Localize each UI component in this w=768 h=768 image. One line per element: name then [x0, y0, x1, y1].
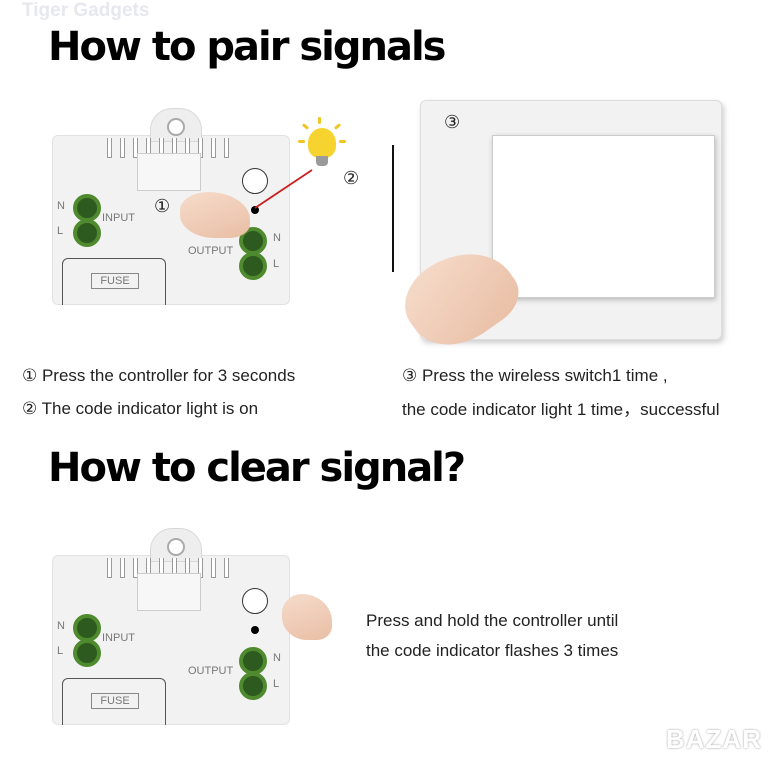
l-label: L	[273, 678, 280, 690]
step-1-text: ① Press the controller for 3 seconds	[22, 366, 296, 385]
l-label: L	[57, 225, 64, 237]
divider	[392, 145, 394, 272]
clear-instruction-2: the code indicator flashes 3 times	[366, 641, 619, 660]
corner-logo: BAZAR	[666, 724, 762, 754]
step-2-text: ② The code indicator light is on	[22, 399, 259, 418]
output-label: OUTPUT	[188, 245, 234, 257]
n-label: N	[57, 200, 65, 212]
step-3-result-text: the code indicator light 1 time，successf…	[402, 400, 720, 419]
clear-instruction-1: Press and hold the controller until	[366, 611, 619, 630]
terminal	[239, 647, 267, 675]
step-marker-2: ②	[343, 168, 360, 188]
switch-rocker	[492, 135, 715, 298]
indicator-led	[251, 206, 259, 214]
bulb-base	[316, 156, 328, 166]
n-label: N	[273, 652, 281, 664]
input-label: INPUT	[102, 632, 135, 644]
controller-pair: N L INPUT OUTPUT N L FUSE ①	[52, 108, 302, 308]
terminal	[73, 219, 101, 247]
terminal	[73, 614, 101, 642]
step-3-text: ③ Press the wireless switch1 time ,	[402, 366, 668, 385]
l-label: L	[57, 645, 64, 657]
controller-clear: N L INPUT OUTPUT N L FUSE	[52, 528, 302, 728]
pair-title: How to pair signals	[48, 24, 446, 70]
terminal	[73, 639, 101, 667]
terminal	[239, 252, 267, 280]
pair-button	[242, 168, 268, 194]
hand-icon	[180, 192, 250, 238]
mount-tab	[150, 528, 202, 562]
n-label: N	[273, 232, 281, 244]
terminal	[239, 227, 267, 255]
terminal	[239, 672, 267, 700]
indicator-led	[251, 626, 259, 634]
fuse-cover: FUSE	[62, 678, 166, 725]
l-label: L	[273, 258, 280, 270]
clear-title: How to clear signal?	[48, 445, 466, 491]
step-marker-1: ①	[154, 196, 171, 216]
pair-button	[242, 588, 268, 614]
fuse-cover: FUSE	[62, 258, 166, 305]
output-label: OUTPUT	[188, 665, 234, 677]
step-marker-3: ③	[444, 112, 461, 132]
hand-icon	[282, 594, 332, 640]
bulb-icon	[308, 128, 336, 158]
n-label: N	[57, 620, 65, 632]
input-label: INPUT	[102, 212, 135, 224]
watermark: Tiger Gadgets	[22, 0, 150, 21]
